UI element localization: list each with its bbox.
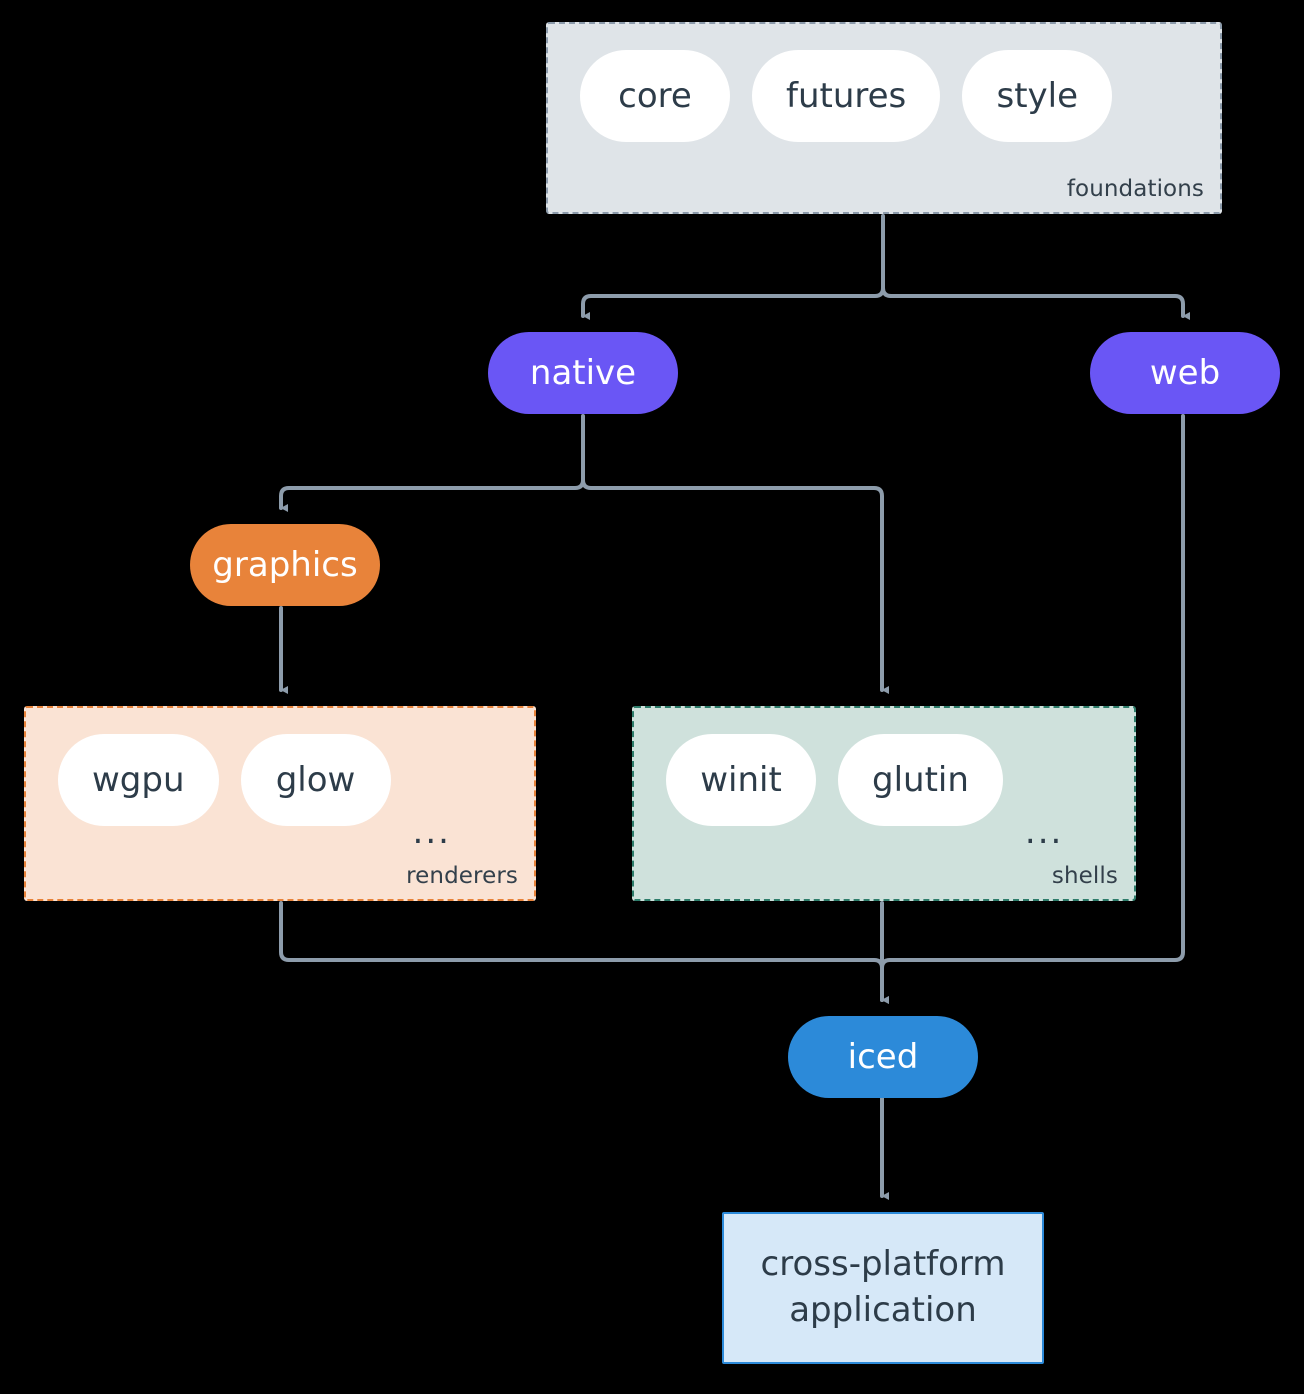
renderers-item-glow[interactable]: glow: [240, 734, 391, 826]
foundations-item-futures[interactable]: futures: [752, 50, 941, 142]
node-graphics[interactable]: graphics: [190, 524, 380, 606]
foundations-item-core[interactable]: core: [580, 50, 730, 142]
shells-item-glutin[interactable]: glutin: [838, 734, 1003, 826]
edge-foundations-web: [881, 286, 1190, 320]
edge-native-shells: [581, 478, 889, 694]
node-web[interactable]: web: [1090, 332, 1280, 414]
shells-ellipsis: ...: [1024, 811, 1064, 852]
node-native[interactable]: native: [488, 332, 678, 414]
edge-renderers-iced: [279, 901, 889, 1004]
renderers-ellipsis: ...: [412, 811, 451, 852]
renderers-item-wgpu[interactable]: wgpu: [58, 734, 219, 826]
cluster-label-foundations: foundations: [1066, 176, 1204, 202]
shells-item-winit[interactable]: winit: [666, 734, 816, 826]
node-iced[interactable]: iced: [788, 1016, 978, 1098]
cluster-shells: winit glutin ... shells: [632, 706, 1136, 901]
cluster-label-shells: shells: [1051, 863, 1118, 889]
application-label-line1: cross-platform: [760, 1244, 1006, 1285]
cluster-foundations: core futures style foundations: [546, 22, 1222, 214]
foundations-item-style[interactable]: style: [962, 50, 1113, 142]
application-label-line2: application: [789, 1290, 977, 1330]
cluster-label-renderers: renderers: [406, 863, 518, 889]
node-cross-platform-application[interactable]: cross-platform application: [722, 1212, 1044, 1364]
edge-native-graphics: [279, 414, 585, 512]
cluster-renderers: wgpu glow ... renderers: [24, 706, 536, 901]
edge-foundations-native: [581, 214, 885, 320]
